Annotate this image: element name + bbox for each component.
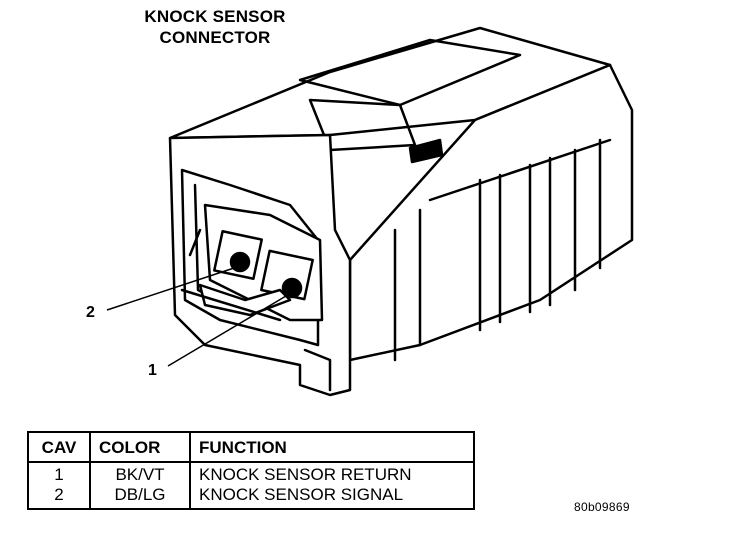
- cav-cell: 1 2: [27, 462, 91, 510]
- table-rows: 1 2 BK/VT DB/LG KNOCK SENSOR RETURN KNOC…: [27, 462, 475, 510]
- header-function: FUNCTION: [189, 431, 475, 463]
- figure-reference-id: 80b09869: [574, 500, 630, 514]
- cav-value: 1: [54, 465, 64, 484]
- pinout-table: CAV COLOR FUNCTION 1 2 BK/VT DB/LG KNOCK…: [27, 431, 475, 510]
- table-header-row: CAV COLOR FUNCTION: [27, 431, 475, 463]
- header-cav: CAV: [27, 431, 91, 463]
- color-value: DB/LG: [114, 485, 166, 504]
- callout-pin-2: 2: [86, 304, 95, 321]
- color-cell: BK/VT DB/LG: [89, 462, 191, 510]
- color-value: BK/VT: [115, 465, 165, 484]
- header-color: COLOR: [89, 431, 191, 463]
- title-line-1: KNOCK SENSOR: [144, 7, 286, 26]
- callout-pin-1: 1: [148, 362, 157, 379]
- title-line-2: CONNECTOR: [159, 28, 271, 47]
- function-value: KNOCK SENSOR SIGNAL: [199, 485, 404, 504]
- function-value: KNOCK SENSOR RETURN: [199, 465, 412, 484]
- function-cell: KNOCK SENSOR RETURN KNOCK SENSOR SIGNAL: [189, 462, 475, 510]
- diagram-title: KNOCK SENSOR CONNECTOR: [110, 6, 320, 48]
- cav-value: 2: [54, 485, 64, 504]
